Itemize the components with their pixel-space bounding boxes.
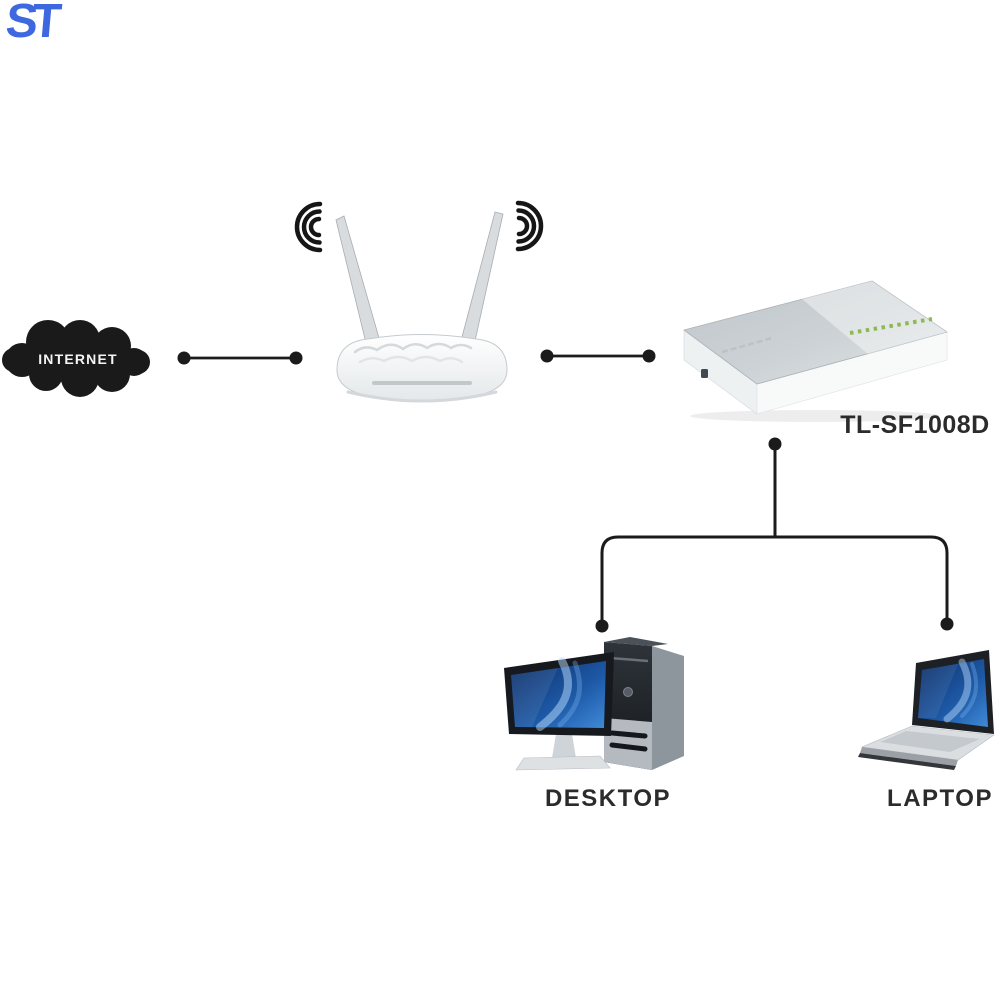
- switch-icon: [683, 280, 948, 422]
- laptop-label: LAPTOP: [887, 785, 993, 812]
- wifi-waves-left-icon: [294, 201, 323, 253]
- wireless-router-icon: [294, 200, 544, 403]
- internet-label: INTERNET: [38, 351, 118, 367]
- desktop-computer-icon: [504, 637, 684, 771]
- router-antennas: [335, 211, 504, 344]
- connection-switch-devices: [600, 442, 949, 628]
- switch-led-strip: [849, 317, 933, 335]
- wifi-waves-right-icon: [515, 200, 544, 252]
- laptop-computer-icon: [858, 650, 995, 770]
- internet-cloud-icon: [2, 320, 150, 397]
- desktop-label: DESKTOP: [545, 785, 671, 812]
- switch-label: TL-SF1008D: [840, 411, 989, 439]
- connection-dots: [177, 349, 954, 633]
